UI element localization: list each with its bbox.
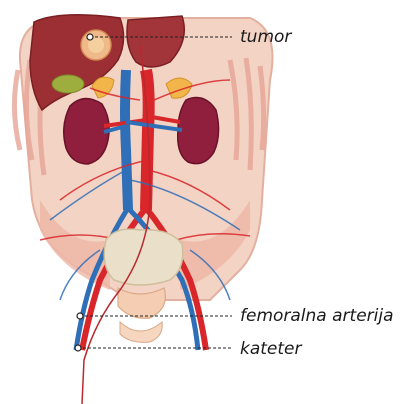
- tumor-marker: [81, 30, 111, 60]
- label-tumor: tumor: [240, 27, 291, 47]
- label-catheter: kateter: [240, 339, 302, 359]
- kidney-left: [64, 98, 109, 164]
- tumor-pointer-icon: [87, 34, 93, 40]
- femoral-pointer-icon: [77, 313, 83, 319]
- catheter-pointer-icon: [75, 345, 81, 351]
- kidney-right: [178, 98, 219, 164]
- label-femoral-artery: femoralna arterija: [240, 306, 394, 326]
- gallbladder: [52, 75, 84, 93]
